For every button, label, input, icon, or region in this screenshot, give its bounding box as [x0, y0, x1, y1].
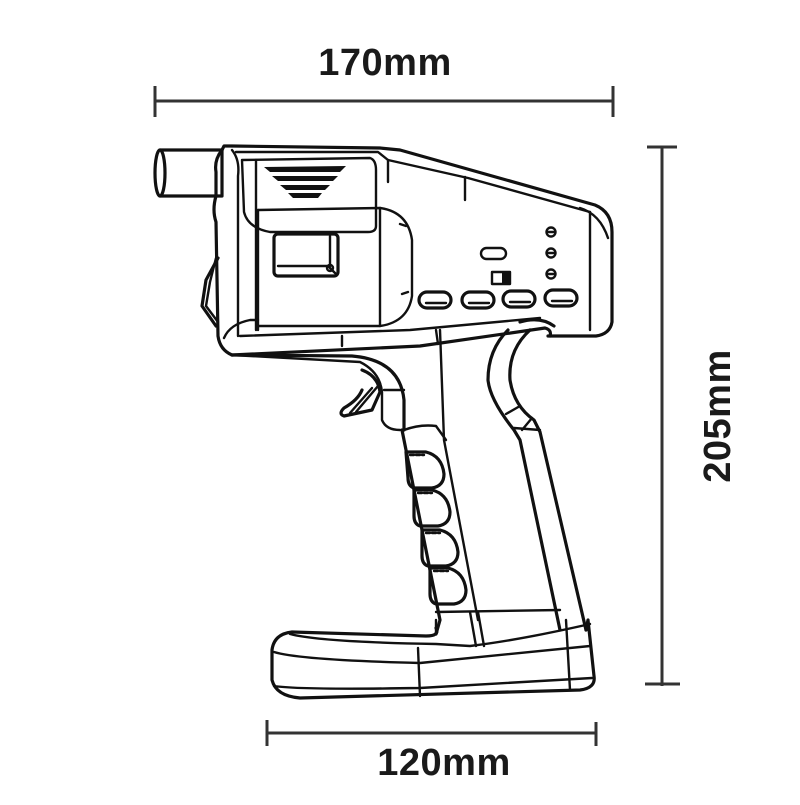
body-housing	[220, 144, 614, 338]
width-dimension-label: 170mm	[318, 42, 452, 84]
base	[270, 608, 596, 700]
trigger	[339, 368, 382, 418]
slide-switch	[490, 270, 512, 286]
indicator-leds	[545, 226, 557, 280]
grip-finger-grooves	[404, 450, 468, 606]
nozzle	[153, 148, 224, 198]
width-dimension-line	[153, 86, 615, 117]
device-outline	[153, 144, 614, 700]
height-dimension-label: 205mm	[697, 349, 739, 483]
panel-buttons	[417, 288, 579, 310]
control-panel	[417, 226, 579, 310]
base-width-dimension-label: 120mm	[377, 742, 511, 784]
height-dimension-line	[645, 145, 680, 686]
base-width-dimension-line	[265, 720, 598, 746]
vent-slats	[264, 166, 346, 198]
side-clip	[200, 256, 220, 328]
display-window	[272, 232, 340, 278]
oval-indicator	[479, 246, 508, 261]
